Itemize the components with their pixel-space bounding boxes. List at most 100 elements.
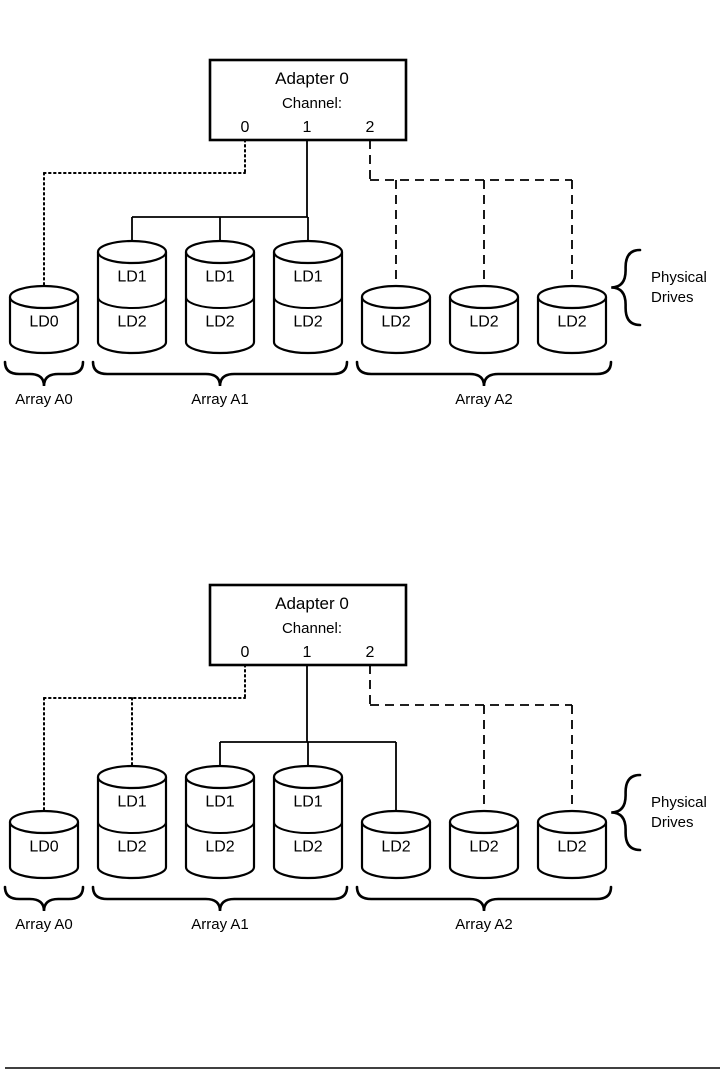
drive-segment-label: LD2 xyxy=(557,314,586,331)
channel-0-wiring xyxy=(43,139,246,302)
drive-segment-label: LD0 xyxy=(29,314,58,331)
drive-partition-divider xyxy=(273,821,343,834)
drive-body xyxy=(448,820,520,880)
drive-top-disc xyxy=(272,764,344,790)
adapter-channel-label-1: 1 xyxy=(303,119,312,136)
array-label-2: Array A2 xyxy=(455,916,513,933)
drive-5: LD2 xyxy=(448,809,520,880)
physical-drives-brace xyxy=(611,248,642,327)
drive-segment-label: LD2 xyxy=(557,839,586,856)
drive-segment-label: LD2 xyxy=(381,839,410,856)
drive-top-disc xyxy=(536,284,608,310)
drive-body xyxy=(96,775,168,880)
drive-top-disc xyxy=(360,809,432,835)
drive-segment-label: LD2 xyxy=(293,839,322,856)
drive-segment-label: LD2 xyxy=(293,314,322,331)
drive-segment-label: LD1 xyxy=(293,269,322,286)
drive-0: LD0 xyxy=(8,284,80,355)
drive-segment-label: LD1 xyxy=(117,794,146,811)
array-label-1: Array A1 xyxy=(191,391,249,408)
drive-top-disc xyxy=(8,809,80,835)
drive-segment-label: LD1 xyxy=(205,794,234,811)
drive-top-disc xyxy=(448,284,520,310)
channel-2-wiring xyxy=(369,665,573,826)
drive-body xyxy=(184,775,256,880)
drive-partition-divider xyxy=(97,821,167,834)
drive-segment-label: LD1 xyxy=(293,794,322,811)
drive-6: LD2 xyxy=(536,809,608,880)
drive-segment-label: LD1 xyxy=(205,269,234,286)
drive-top-disc xyxy=(184,239,256,265)
adapter-title: Adapter 0 xyxy=(275,594,349,613)
drive-body xyxy=(536,820,608,880)
channel-1-wiring xyxy=(131,140,309,256)
drive-5: LD2 xyxy=(448,284,520,355)
adapter-channel-label-2: 2 xyxy=(366,644,375,661)
drive-4: LD2 xyxy=(360,809,432,880)
drive-body xyxy=(272,250,344,355)
drive-top-disc xyxy=(360,284,432,310)
drive-top-disc xyxy=(96,764,168,790)
array-label-0: Array A0 xyxy=(15,391,73,408)
adapter-channel-label-2: 2 xyxy=(366,119,375,136)
drive-body xyxy=(96,250,168,355)
array-brace-0 xyxy=(3,360,85,387)
drive-body xyxy=(8,820,80,880)
physical-drives-label-line2: Drives xyxy=(651,289,694,306)
physical-drives-label-line2: Drives xyxy=(651,814,694,831)
drive-6: LD2 xyxy=(536,284,608,355)
array-label-2: Array A2 xyxy=(455,391,513,408)
drive-segment-label: LD2 xyxy=(205,839,234,856)
drive-body xyxy=(360,295,432,355)
adapter-channel-label-1: 1 xyxy=(303,644,312,661)
channel-2-wiring xyxy=(369,140,573,301)
drive-partition-divider xyxy=(97,296,167,309)
array-brace-1 xyxy=(91,885,349,912)
drive-segment-label: LD2 xyxy=(117,839,146,856)
drive-segment-label: LD2 xyxy=(205,314,234,331)
drive-top-disc xyxy=(8,284,80,310)
drive-top-disc xyxy=(184,764,256,790)
adapter-box[interactable] xyxy=(208,58,408,142)
adapter-box[interactable] xyxy=(208,583,408,667)
array-label-1: Array A1 xyxy=(191,916,249,933)
drive-partition-divider xyxy=(185,296,255,309)
drive-body xyxy=(184,250,256,355)
drive-segment-label: LD2 xyxy=(469,314,498,331)
adapter-channel-label-0: 0 xyxy=(241,119,250,136)
adapter-channel-label-0: 0 xyxy=(241,644,250,661)
physical-drives-brace xyxy=(611,773,642,852)
physical-drives-label-line1: Physical xyxy=(651,269,707,286)
adapter-title: Adapter 0 xyxy=(275,69,349,88)
drive-segment-label: LD1 xyxy=(117,269,146,286)
drive-body xyxy=(272,775,344,880)
adapter-channel-caption: Channel: xyxy=(282,620,342,637)
drive-segment-label: LD2 xyxy=(117,314,146,331)
drive-body xyxy=(536,295,608,355)
drive-segment-label: LD2 xyxy=(469,839,498,856)
drive-top-disc xyxy=(96,239,168,265)
drive-segment-label: LD0 xyxy=(29,839,58,856)
array-brace-2 xyxy=(355,360,613,387)
drive-body xyxy=(8,295,80,355)
drive-partition-divider xyxy=(185,821,255,834)
array-brace-0 xyxy=(3,885,85,912)
array-brace-1 xyxy=(91,360,349,387)
drive-0: LD0 xyxy=(8,809,80,880)
drive-segment-label: LD2 xyxy=(381,314,410,331)
drive-top-disc xyxy=(272,239,344,265)
drive-4: LD2 xyxy=(360,284,432,355)
physical-drives-label-line1: Physical xyxy=(651,794,707,811)
drive-partition-divider xyxy=(273,296,343,309)
drive-body xyxy=(448,295,520,355)
